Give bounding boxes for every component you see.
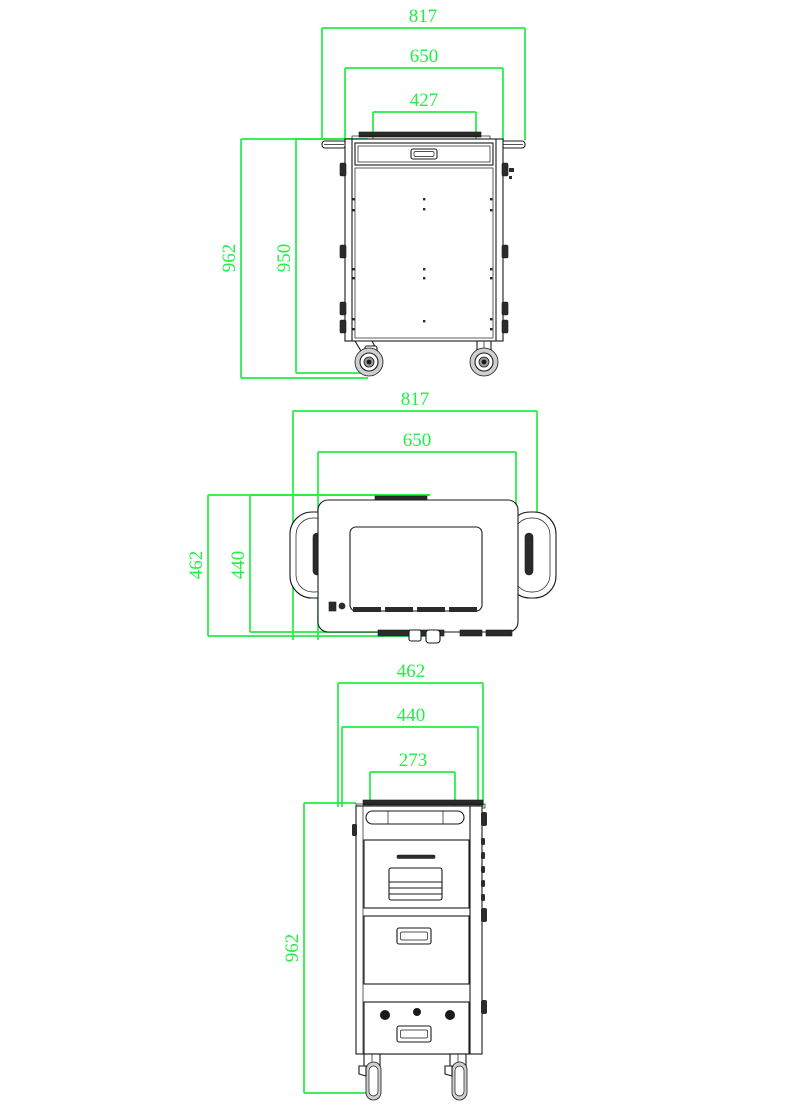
- side-caster-left: [358, 1053, 382, 1101]
- side-worktop-strip: [362, 799, 484, 806]
- side-bottom-bolt-right: [445, 1010, 455, 1020]
- front-cabinet-body: [344, 138, 504, 342]
- dimension-label-462-side: 462: [397, 661, 426, 682]
- top-view-cart: [289, 495, 557, 644]
- front-handle-left: [321, 140, 347, 149]
- dimension-label-650-top: 650: [403, 430, 432, 451]
- dimension-line-817-front: [321, 27, 526, 140]
- dimension-label-462-top: 462: [186, 551, 207, 580]
- top-front-edge-segments: [353, 607, 477, 612]
- side-top-handle: [365, 810, 465, 825]
- side-view-cart: [352, 799, 487, 1101]
- side-bottom-bolt-center: [413, 1008, 421, 1016]
- side-caster-right: [444, 1053, 468, 1101]
- side-drawer-top-slot: [396, 854, 436, 859]
- dimension-label-962-front: 962: [219, 244, 240, 273]
- dimension-label-273-side: 273: [399, 750, 428, 771]
- dimension-line-462-side: [337, 682, 484, 807]
- front-rail-clips-left: [339, 162, 347, 334]
- top-worktop-panel: [349, 526, 483, 612]
- front-rivet-dots: [352, 198, 493, 331]
- front-worktop-strip: [358, 131, 482, 138]
- top-bottom-tabs: [377, 629, 513, 644]
- side-rail-clips: [481, 812, 487, 1014]
- front-door-panel: [354, 167, 494, 339]
- side-drawer-bottom: [363, 1001, 470, 1055]
- dimension-line-950-front: [295, 138, 363, 374]
- front-caster-right: [469, 340, 499, 377]
- dimension-label-440-top: 440: [228, 551, 249, 580]
- dimension-line-650-front: [344, 67, 504, 140]
- front-accessory-pins: [509, 168, 514, 179]
- dimension-label-427-front: 427: [410, 90, 439, 111]
- front-top-drawer: [354, 142, 494, 166]
- dimension-label-650-front: 650: [410, 46, 439, 67]
- dimension-line-962-side: [303, 802, 372, 1094]
- top-indicator-icon: [338, 602, 346, 610]
- side-drawer-top-handle: [388, 867, 443, 901]
- dimension-label-440-side: 440: [397, 705, 426, 726]
- side-left-clips: [352, 824, 357, 836]
- side-drawer-top: [363, 839, 470, 909]
- top-view-group: [207, 410, 557, 644]
- side-view-group: [303, 682, 487, 1101]
- front-handle-right: [500, 140, 526, 149]
- dimension-label-817-front: 817: [409, 6, 438, 27]
- side-view-dimensions: [303, 682, 484, 1094]
- dimension-label-817-top: 817: [401, 389, 430, 410]
- dimension-label-950-front: 950: [274, 244, 295, 273]
- front-rail-clips-right: [501, 162, 509, 334]
- side-drawer-middle: [363, 915, 470, 985]
- front-view-group: [240, 27, 526, 379]
- dimension-label-962-side: 962: [282, 934, 303, 963]
- side-bottom-bolt-left: [380, 1010, 390, 1020]
- front-caster-left: [354, 340, 384, 377]
- dimension-line-440-side: [341, 726, 479, 807]
- top-switch-icon: [328, 601, 337, 612]
- front-view-cart: [321, 131, 526, 377]
